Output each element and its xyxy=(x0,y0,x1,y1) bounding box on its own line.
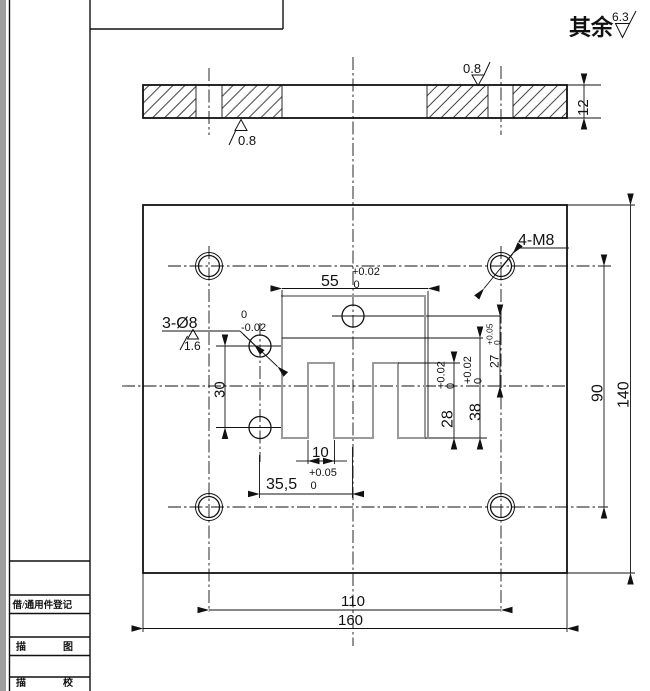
dim-35-5-tol-up: +0.05 xyxy=(309,467,337,479)
finish-symbol-icon xyxy=(471,74,485,87)
dim-160-text: 160 xyxy=(338,612,363,629)
center-holes-callout: 3-Ø8 0 -0.02 1.6 xyxy=(162,309,289,377)
section-bottom-finish: 0.8 xyxy=(228,118,256,148)
general-roughness-note: 其余 6.3 xyxy=(569,10,637,40)
dim-27-tol-up: +0.05 xyxy=(485,323,495,345)
dimension-28: 28 +0.02 0 xyxy=(436,351,458,450)
dimension-38: 38 +0.02 0 xyxy=(462,326,485,450)
note-roughness-value: 6.3 xyxy=(612,10,629,24)
dim-10-text: 10 xyxy=(312,444,329,461)
corner-holes xyxy=(195,252,515,521)
dim-28-tol-dn: 0 xyxy=(445,383,457,389)
dim-28-tol-up: +0.02 xyxy=(436,361,448,389)
finish-symbol-icon xyxy=(186,328,200,340)
dimension-30: 30 xyxy=(212,334,229,440)
dim-30-text: 30 xyxy=(212,381,229,398)
plan-view: 4-M8 3-Ø8 0 -0.02 1.6 55 +0.02 0 3 xyxy=(131,193,635,632)
dim-28-text: 28 xyxy=(440,410,457,428)
left-margin-bar xyxy=(0,0,6,691)
pocket-profile xyxy=(281,290,487,439)
dim-90-text: 90 xyxy=(590,384,607,402)
dim-55-tol-up: +0.02 xyxy=(352,266,380,278)
dim-38-tol-up: +0.02 xyxy=(462,356,474,384)
title-row-common-parts: 借/通用件登记 xyxy=(12,599,73,611)
dimension-110: 110 xyxy=(197,593,513,614)
dim-38-text: 38 xyxy=(468,403,485,421)
finish-symbol-icon xyxy=(234,118,248,131)
dim-27-text: 27 xyxy=(488,354,502,368)
dim-12-text: 12 xyxy=(575,99,592,116)
note-prefix-text: 其余 xyxy=(569,15,614,40)
corner-holes-label: 4-M8 xyxy=(518,232,555,249)
finish-value: 1.6 xyxy=(184,339,201,353)
title-row-tracing-right: 图 xyxy=(63,641,73,653)
dim-55-text: 55 xyxy=(321,273,339,290)
dim-55-tol-dn: 0 xyxy=(354,279,360,291)
title-row-tracing-left: 描 xyxy=(16,640,26,653)
dimension-160: 160 xyxy=(131,573,579,632)
plate-outline xyxy=(142,204,568,574)
hatch-area xyxy=(513,85,567,118)
dimension-55: 55 +0.02 0 xyxy=(270,266,440,292)
hatch-area xyxy=(222,85,282,118)
hatch-area xyxy=(143,85,196,118)
finish-value: 0.8 xyxy=(463,61,481,76)
dim-27-tol-dn: 0 xyxy=(492,340,502,345)
section-view: 12 0.8 0.8 xyxy=(142,61,601,148)
center-holes-label: 3-Ø8 xyxy=(162,315,198,332)
dimension-12: 12 xyxy=(567,73,601,130)
dim-35-5-tol-dn: 0 xyxy=(311,480,317,492)
dim-140-text: 140 xyxy=(616,381,633,408)
section-plate-outline xyxy=(142,84,568,119)
finish-value: 0.8 xyxy=(238,133,256,148)
sheet-frame xyxy=(0,0,284,691)
dim-38-tol-dn: 0 xyxy=(473,378,485,384)
hatch-area xyxy=(427,85,488,118)
title-row-check-left: 描 xyxy=(16,676,26,689)
dim-35-5-text: 35,5 xyxy=(266,476,297,493)
dimension-90: 90 xyxy=(590,254,608,519)
roughness-symbol-icon xyxy=(614,10,637,39)
section-top-finish: 0.8 xyxy=(463,61,491,87)
tolerance-lower: -0.02 xyxy=(241,322,266,334)
dimension-27: 27 +0.05 0 xyxy=(485,304,504,398)
dimension-10: 10 xyxy=(296,440,347,465)
dim-110-text: 110 xyxy=(341,593,365,610)
tolerance-upper: 0 xyxy=(241,309,247,321)
corner-holes-callout: 4-M8 xyxy=(474,232,569,300)
title-block: 借/通用件登记 描 图 描 校 xyxy=(9,560,90,689)
dimension-140: 140 xyxy=(567,193,635,585)
title-row-check-right: 校 xyxy=(63,676,74,689)
dimension-35-5: 35,5 +0.05 0 xyxy=(247,447,365,498)
